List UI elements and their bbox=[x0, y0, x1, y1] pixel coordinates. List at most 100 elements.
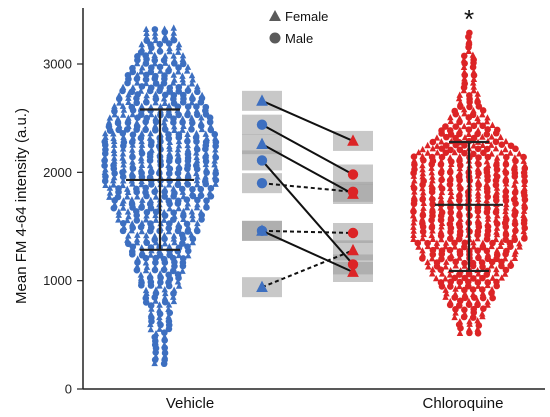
cell-point-triangle bbox=[456, 169, 464, 176]
cell-point-triangle bbox=[148, 146, 155, 153]
cell-point-triangle bbox=[419, 192, 427, 199]
cell-point-triangle bbox=[446, 196, 454, 203]
cell-point-triangle bbox=[438, 223, 445, 230]
cell-point-triangle bbox=[152, 353, 160, 360]
cell-point-circle bbox=[446, 127, 454, 134]
cell-point-triangle bbox=[516, 243, 523, 250]
cell-point-triangle bbox=[419, 234, 426, 242]
cell-point-triangle bbox=[460, 63, 468, 71]
cell-point-triangle bbox=[128, 220, 136, 227]
circle-marker-icon bbox=[269, 32, 281, 44]
cell-point-triangle bbox=[443, 290, 450, 297]
cell-point-circle bbox=[411, 166, 418, 173]
cell-point-triangle bbox=[188, 71, 196, 79]
cell-point-circle bbox=[161, 72, 168, 79]
cell-point-triangle bbox=[138, 219, 146, 226]
animal-mean-triangle bbox=[256, 280, 268, 293]
cell-point-circle bbox=[115, 185, 122, 192]
cell-point-triangle bbox=[456, 317, 464, 325]
cell-point-triangle bbox=[212, 150, 219, 157]
cell-point-triangle bbox=[420, 204, 427, 211]
cell-point-triangle bbox=[483, 118, 491, 125]
cell-point-circle bbox=[179, 60, 187, 68]
animal-mean-circle bbox=[347, 169, 359, 180]
cell-point-circle bbox=[502, 236, 509, 243]
cell-point-triangle bbox=[447, 297, 454, 305]
cell-point-triangle bbox=[212, 134, 219, 141]
cell-point-circle bbox=[189, 185, 196, 193]
cell-point-triangle bbox=[429, 177, 436, 184]
cell-point-triangle bbox=[469, 51, 477, 58]
cell-point-triangle bbox=[521, 231, 528, 238]
cell-point-triangle bbox=[424, 141, 431, 149]
cell-point-triangle bbox=[493, 154, 501, 161]
cell-point-triangle bbox=[179, 52, 187, 59]
cell-point-triangle bbox=[134, 231, 141, 238]
cell-point-circle bbox=[152, 95, 160, 103]
cell-point-circle bbox=[161, 329, 168, 336]
cell-point-triangle bbox=[507, 149, 514, 156]
cell-point-triangle bbox=[433, 134, 441, 141]
cell-point-triangle bbox=[106, 184, 114, 191]
animal-mean-triangle bbox=[347, 265, 359, 277]
cell-point-triangle bbox=[516, 240, 523, 247]
cell-point-circle bbox=[442, 149, 450, 156]
cell-point-triangle bbox=[451, 148, 458, 156]
cell-point-triangle bbox=[437, 192, 445, 200]
cell-point-circle bbox=[456, 212, 463, 220]
cell-point-triangle bbox=[128, 146, 136, 153]
cell-point-circle bbox=[511, 166, 518, 173]
cell-point-triangle bbox=[170, 29, 178, 36]
cell-point-triangle bbox=[157, 102, 164, 110]
paired-line bbox=[261, 249, 354, 289]
cell-point-triangle bbox=[180, 207, 187, 215]
cell-point-triangle bbox=[175, 41, 183, 48]
cell-point-triangle bbox=[484, 219, 491, 227]
cell-point-triangle bbox=[456, 254, 463, 261]
cell-point-triangle bbox=[183, 67, 191, 74]
cell-point-triangle bbox=[442, 286, 449, 293]
cell-point-triangle bbox=[174, 145, 182, 153]
cell-point-triangle bbox=[110, 146, 118, 153]
cell-point-triangle bbox=[484, 114, 491, 121]
cell-point-circle bbox=[202, 103, 210, 111]
cell-point-triangle bbox=[189, 212, 196, 219]
cell-point-triangle bbox=[102, 133, 109, 141]
cell-point-triangle bbox=[478, 310, 486, 317]
cell-point-triangle bbox=[461, 110, 468, 117]
cell-point-circle bbox=[152, 72, 159, 80]
cell-point-triangle bbox=[184, 141, 191, 149]
cell-point-triangle bbox=[161, 341, 168, 348]
cell-point-circle bbox=[175, 197, 182, 205]
cell-point-triangle bbox=[443, 258, 450, 265]
cell-point-circle bbox=[484, 205, 491, 212]
cell-point-triangle bbox=[160, 208, 168, 216]
cell-swarm bbox=[101, 24, 529, 368]
cell-point-triangle bbox=[503, 200, 510, 208]
cell-point-triangle bbox=[428, 193, 436, 200]
cell-point-triangle bbox=[106, 114, 114, 121]
cell-point-circle bbox=[484, 126, 491, 133]
cell-point-triangle bbox=[419, 145, 426, 153]
cell-point-triangle bbox=[102, 181, 109, 189]
cell-point-triangle bbox=[419, 189, 427, 196]
cell-point-triangle bbox=[197, 119, 205, 126]
cell-point-triangle bbox=[146, 271, 154, 278]
cell-point-triangle bbox=[147, 165, 155, 172]
cell-point-triangle bbox=[138, 141, 146, 148]
cell-point-triangle bbox=[451, 313, 458, 321]
cell-point-triangle bbox=[438, 270, 446, 277]
cell-point-triangle bbox=[197, 208, 205, 216]
cell-point-triangle bbox=[424, 263, 432, 270]
cell-point-triangle bbox=[189, 215, 196, 223]
cell-point-triangle bbox=[125, 91, 132, 98]
cell-point-circle bbox=[419, 228, 427, 236]
cell-point-triangle bbox=[105, 118, 113, 125]
cell-point-triangle bbox=[129, 180, 136, 187]
cell-point-triangle bbox=[151, 51, 158, 59]
cell-point-triangle bbox=[119, 177, 127, 184]
cell-point-circle bbox=[161, 298, 169, 306]
cell-point-circle bbox=[203, 197, 210, 204]
cell-point-triangle bbox=[461, 133, 469, 141]
cell-point-triangle bbox=[207, 122, 215, 130]
